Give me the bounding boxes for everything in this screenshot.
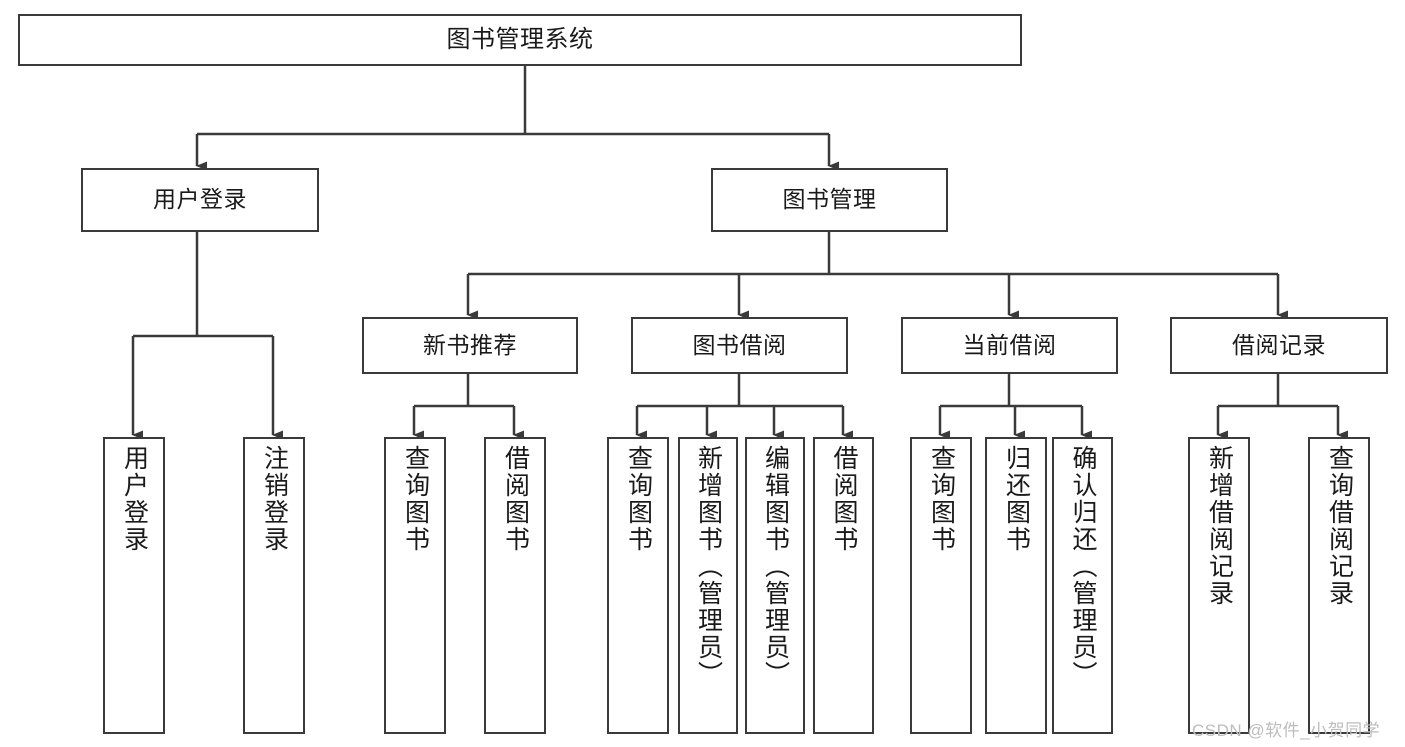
node-root[interactable]: 图书管理系统 [18,14,1022,66]
node-label-login: 用户登录 [153,186,247,213]
node-current[interactable]: 当前借阅 [901,317,1118,374]
node-b-add[interactable]: 新增图书（管理员） [678,437,738,734]
node-bookmgmt[interactable]: 图书管理 [711,168,948,232]
node-label-l-logout: 注销登录 [260,445,289,553]
node-label-c-query: 查询图书 [927,445,956,553]
node-l-login[interactable]: 用户登录 [103,437,165,734]
node-label-root: 图书管理系统 [446,25,594,53]
node-b-query[interactable]: 查询图书 [607,437,669,734]
watermark-text: CSDN @软件_小贺同学 [1192,721,1381,740]
node-newbook[interactable]: 新书推荐 [362,317,578,374]
node-label-newbook: 新书推荐 [423,331,517,358]
node-l-logout[interactable]: 注销登录 [243,437,305,734]
node-label-n-borrow: 借阅图书 [501,445,530,553]
node-b-lend[interactable]: 借阅图书 [813,437,874,734]
node-label-l-login: 用户登录 [120,445,149,553]
node-login[interactable]: 用户登录 [81,168,319,232]
edge-paths [131,66,1348,440]
node-label-b-lend: 借阅图书 [830,445,858,553]
node-label-b-edit: 编辑图书（管理员） [761,445,790,688]
node-label-c-return: 归还图书 [1002,445,1031,553]
node-borrow[interactable]: 图书借阅 [631,317,848,374]
node-label-n-query: 查询图书 [401,445,430,553]
node-label-r-query: 查询借阅记录 [1325,445,1354,607]
node-records[interactable]: 借阅记录 [1170,317,1388,374]
node-r-query[interactable]: 查询借阅记录 [1308,437,1370,734]
node-label-current: 当前借阅 [962,331,1057,358]
node-label-records: 借阅记录 [1232,331,1326,358]
node-label-bookmgmt: 图书管理 [782,186,877,213]
node-c-return[interactable]: 归还图书 [985,437,1047,734]
node-c-query[interactable]: 查询图书 [910,437,972,734]
node-label-borrow: 图书借阅 [692,331,787,358]
node-label-c-confirm: 确认归还（管理员） [1069,445,1097,688]
node-label-b-add: 新增图书（管理员） [694,445,723,688]
node-c-confirm[interactable]: 确认归还（管理员） [1052,437,1113,734]
node-b-edit[interactable]: 编辑图书（管理员） [745,437,805,734]
node-label-b-query: 查询图书 [624,445,653,553]
node-n-borrow[interactable]: 借阅图书 [484,437,546,734]
node-r-add[interactable]: 新增借阅记录 [1188,437,1250,734]
node-n-query[interactable]: 查询图书 [384,437,446,734]
node-label-r-add: 新增借阅记录 [1205,445,1234,607]
